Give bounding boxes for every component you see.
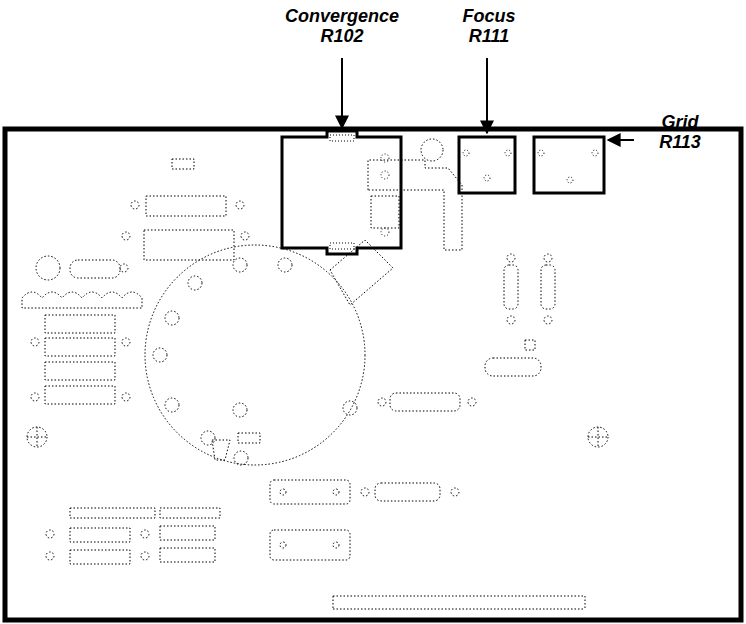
- component-outline: [22, 139, 608, 609]
- board-outline: [5, 129, 741, 620]
- component-label: Focus R111: [462, 6, 515, 46]
- leader-line: [342, 58, 634, 140]
- potentiometer: [534, 137, 604, 193]
- component-label: Grid R113: [659, 112, 701, 152]
- potentiometer: [459, 137, 515, 193]
- potentiometer: [282, 131, 401, 254]
- component-label: Convergence R102: [285, 6, 399, 46]
